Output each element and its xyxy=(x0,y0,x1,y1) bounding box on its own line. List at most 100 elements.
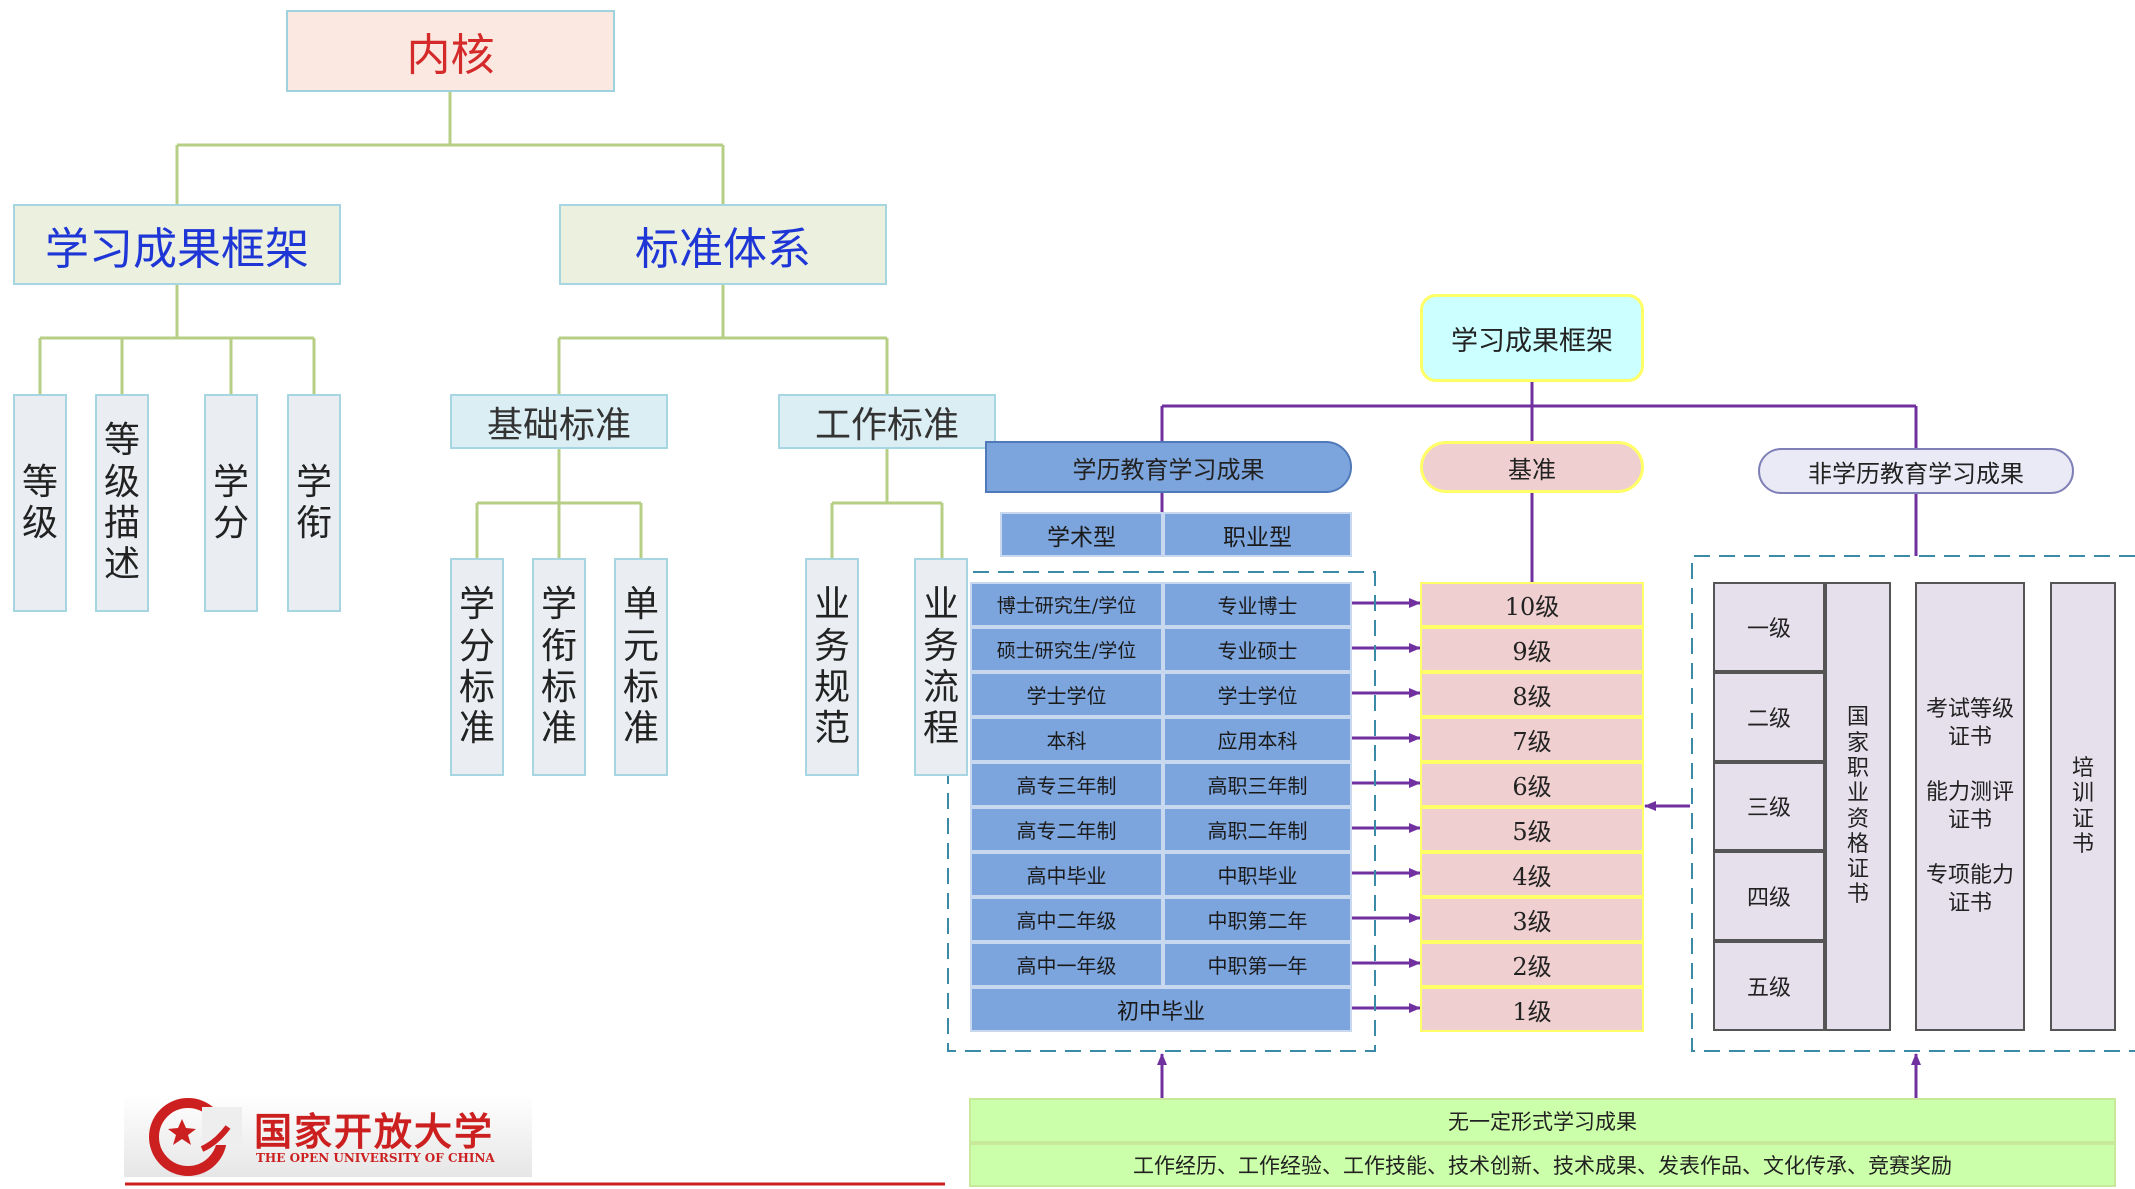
nonformal-grade-cell: 一级 xyxy=(1713,582,1825,672)
university-logo: 国家开放大学 THE OPEN UNIVERSITY OF CHINA xyxy=(124,1095,532,1177)
benchmark-level-label: 6级 xyxy=(1512,773,1552,801)
leaf-credit-standard-label: 学分标准 xyxy=(458,584,495,750)
learning-outcome-framework-box: 学习成果框架 xyxy=(13,204,341,285)
benchmark-level-row: 9级 xyxy=(1420,627,1644,672)
benchmark-level-label: 5级 xyxy=(1512,818,1552,846)
work-standards-label: 工作标准 xyxy=(814,404,959,446)
col-header-academic: 学术型 xyxy=(1000,512,1163,557)
formal-cell-academic-label: 高专二年制 xyxy=(1016,819,1117,843)
benchmark-level-row: 4级 xyxy=(1420,852,1644,897)
leaf-unit-standard-label: 单元标准 xyxy=(622,584,659,750)
leaf-academic-title-label: 学衔 xyxy=(295,461,332,544)
leaf-academic-title: 学衔 xyxy=(287,394,341,612)
formal-cell-vocational: 高职二年制 xyxy=(1163,807,1352,852)
col-header-academic-label: 学术型 xyxy=(1047,524,1116,551)
level-arrows xyxy=(1157,598,1921,1098)
formal-cell-academic-label: 高中一年级 xyxy=(1016,954,1117,978)
benchmark-level-row: 1级 xyxy=(1420,987,1644,1032)
formal-education-label: 学历教育学习成果 xyxy=(1072,455,1265,484)
col-header-vocational: 职业型 xyxy=(1163,512,1352,557)
benchmark-level-row: 7级 xyxy=(1420,717,1644,762)
basic-standards-box: 基础标准 xyxy=(450,394,668,449)
learning-outcome-framework-label: 学习成果框架 xyxy=(45,223,309,275)
leaf-title-standard: 学衔标准 xyxy=(532,558,586,776)
formal-cell-academic: 高中一年级 xyxy=(970,942,1163,987)
formal-cell-vocational: 专业博士 xyxy=(1163,582,1352,627)
benchmark-level-row: 2级 xyxy=(1420,942,1644,987)
benchmark-level-label: 9级 xyxy=(1512,638,1552,666)
leaf-business-norms-label: 业务规范 xyxy=(813,584,850,750)
national-cert-label: 国家职业资格证书 xyxy=(1846,705,1869,908)
nonformal-grade-cell: 二级 xyxy=(1713,671,1825,762)
informal-outcomes-items: 工作经历、工作经验、工作技能、技术创新、技术成果、发表作品、文化传承、竞赛奖励 xyxy=(1133,1154,1952,1178)
formal-cell-academic: 学士学位 xyxy=(970,672,1163,717)
leaf-level: 等级 xyxy=(13,394,67,612)
benchmark-label: 基准 xyxy=(1508,455,1556,484)
benchmark-level-label: 7级 xyxy=(1512,728,1552,756)
formal-cell-vocational: 中职第一年 xyxy=(1163,942,1352,987)
standards-system-box: 标准体系 xyxy=(559,204,887,285)
formal-cell-vocational: 中职第二年 xyxy=(1163,897,1352,942)
leaf-business-process: 业务流程 xyxy=(914,558,968,776)
leaf-level-description: 等级描述 xyxy=(95,394,149,612)
formal-cell-academic: 博士研究生/学位 xyxy=(970,582,1163,627)
formal-cell-academic-label: 硕士研究生/学位 xyxy=(996,640,1137,662)
formal-cell-academic: 高中二年级 xyxy=(970,897,1163,942)
benchmark-level-label: 10级 xyxy=(1504,593,1560,621)
col-header-vocational-label: 职业型 xyxy=(1223,524,1292,551)
benchmark-level-label: 1级 xyxy=(1512,998,1552,1026)
formal-cell-vocational-label: 高职三年制 xyxy=(1207,774,1308,798)
benchmark-level-row: 6级 xyxy=(1420,762,1644,807)
formal-cell-academic-label: 高专三年制 xyxy=(1016,774,1117,798)
leaf-credit: 学分 xyxy=(204,394,258,612)
training-cert-box: 培训证书 xyxy=(2050,582,2116,1031)
benchmark-level-label: 2级 xyxy=(1512,953,1552,981)
formal-cell-academic-label: 本科 xyxy=(1046,729,1087,753)
formal-cell-vocational: 专业硕士 xyxy=(1163,627,1352,672)
leaf-title-standard-label: 学衔标准 xyxy=(540,584,577,750)
formal-cell-academic-label: 博士研究生/学位 xyxy=(996,595,1137,617)
formal-cell-vocational-label: 中职第一年 xyxy=(1207,954,1308,978)
informal-outcomes-items-box: 工作经历、工作经验、工作技能、技术创新、技术成果、发表作品、文化传承、竞赛奖励 xyxy=(969,1143,2116,1187)
nonformal-grade-cell: 三级 xyxy=(1713,761,1825,852)
benchmark-level-row: 10级 xyxy=(1420,582,1644,627)
formal-cell-vocational-label: 专业硕士 xyxy=(1217,639,1298,663)
nonformal-grade-label: 二级 xyxy=(1746,706,1791,732)
framework-title: 学习成果框架 xyxy=(1451,325,1613,357)
training-cert-label: 培训证书 xyxy=(2071,755,2094,857)
formal-cell-junior-high: 初中毕业 xyxy=(970,987,1352,1032)
formal-cell-academic-label: 高中毕业 xyxy=(1026,864,1107,888)
leaf-level-description-label: 等级描述 xyxy=(103,420,140,586)
benchmark-level-label: 8级 xyxy=(1512,683,1552,711)
benchmark-level-label: 4级 xyxy=(1512,863,1552,891)
benchmark-level-row: 5级 xyxy=(1420,807,1644,852)
benchmark-pill: 基准 xyxy=(1420,441,1644,493)
formal-cell-vocational-label: 高职二年制 xyxy=(1207,819,1308,843)
formal-cell-academic: 本科 xyxy=(970,717,1163,762)
exam-certs-box: 考试等级证书 能力测评证书 专项能力证书 xyxy=(1915,582,2025,1031)
formal-cell-academic-label: 学士学位 xyxy=(1026,684,1107,708)
kernel-label: 内核 xyxy=(406,30,495,81)
basic-standards-label: 基础标准 xyxy=(486,404,631,446)
nonformal-grade-label: 三级 xyxy=(1746,796,1791,822)
informal-outcomes-title-box: 无一定形式学习成果 xyxy=(969,1098,2116,1143)
benchmark-level-row: 8级 xyxy=(1420,672,1644,717)
formal-cell-vocational: 中职毕业 xyxy=(1163,852,1352,897)
formal-cell-vocational-label: 应用本科 xyxy=(1217,729,1298,753)
formal-cell-junior-high-label: 初中毕业 xyxy=(1116,999,1205,1025)
formal-cell-academic: 高中毕业 xyxy=(970,852,1163,897)
leaf-business-norms: 业务规范 xyxy=(805,558,859,776)
national-cert-box: 国家职业资格证书 xyxy=(1825,582,1891,1031)
standards-system-label: 标准体系 xyxy=(635,223,811,275)
leaf-business-process-label: 业务流程 xyxy=(922,584,959,750)
nonformal-grade-cell: 四级 xyxy=(1713,851,1825,942)
formal-cell-vocational-label: 中职第二年 xyxy=(1207,909,1308,933)
special-skill-cert: 专项能力证书 xyxy=(1925,863,2014,916)
logo-chinese-name: 国家开放大学 xyxy=(254,1110,495,1154)
nonformal-grade-label: 一级 xyxy=(1746,616,1791,642)
framework-connectors xyxy=(1160,382,1918,582)
formal-dashed-frame xyxy=(947,571,1376,1052)
exam-level-cert: 考试等级证书 xyxy=(1925,697,2014,750)
